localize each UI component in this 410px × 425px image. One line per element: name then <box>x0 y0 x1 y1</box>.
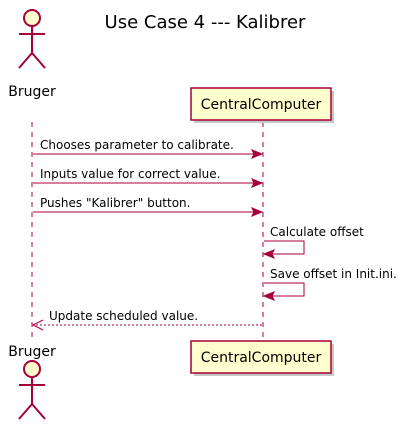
message-2: Inputs value for correct value. <box>33 167 264 188</box>
message-1: Chooses parameter to calibrate. <box>33 138 264 159</box>
actor-bruger-bottom: Bruger <box>8 344 56 420</box>
participant-label-centralcomputer-bottom: CentralComputer <box>201 350 322 366</box>
actor-bruger-top: Bruger <box>8 9 56 100</box>
message-label: Pushes "Kalibrer" button. <box>40 196 190 210</box>
message-label: Calculate offset <box>270 225 364 239</box>
diagram-title: Use Case 4 --- Kalibrer <box>105 12 307 33</box>
message-label: Update scheduled value. <box>49 309 198 323</box>
actor-label-bruger-top: Bruger <box>8 84 56 100</box>
message-6-return: Update scheduled value. <box>31 309 262 331</box>
message-label: Chooses parameter to calibrate. <box>40 138 234 152</box>
actor-label-bruger-bottom: Bruger <box>8 344 56 360</box>
actor-icon <box>18 9 46 69</box>
message-label: Inputs value for correct value. <box>40 167 220 181</box>
participant-centralcomputer-top: CentralComputer <box>190 87 334 123</box>
actor-icon <box>18 360 46 420</box>
participant-centralcomputer-bottom: CentralComputer <box>190 340 334 376</box>
message-5-self: Save offset in Init.ini. <box>262 267 397 301</box>
message-3: Pushes "Kalibrer" button. <box>33 196 264 217</box>
message-4-self: Calculate offset <box>262 225 364 259</box>
message-label: Save offset in Init.ini. <box>270 267 397 281</box>
participant-label-centralcomputer-top: CentralComputer <box>201 97 322 113</box>
